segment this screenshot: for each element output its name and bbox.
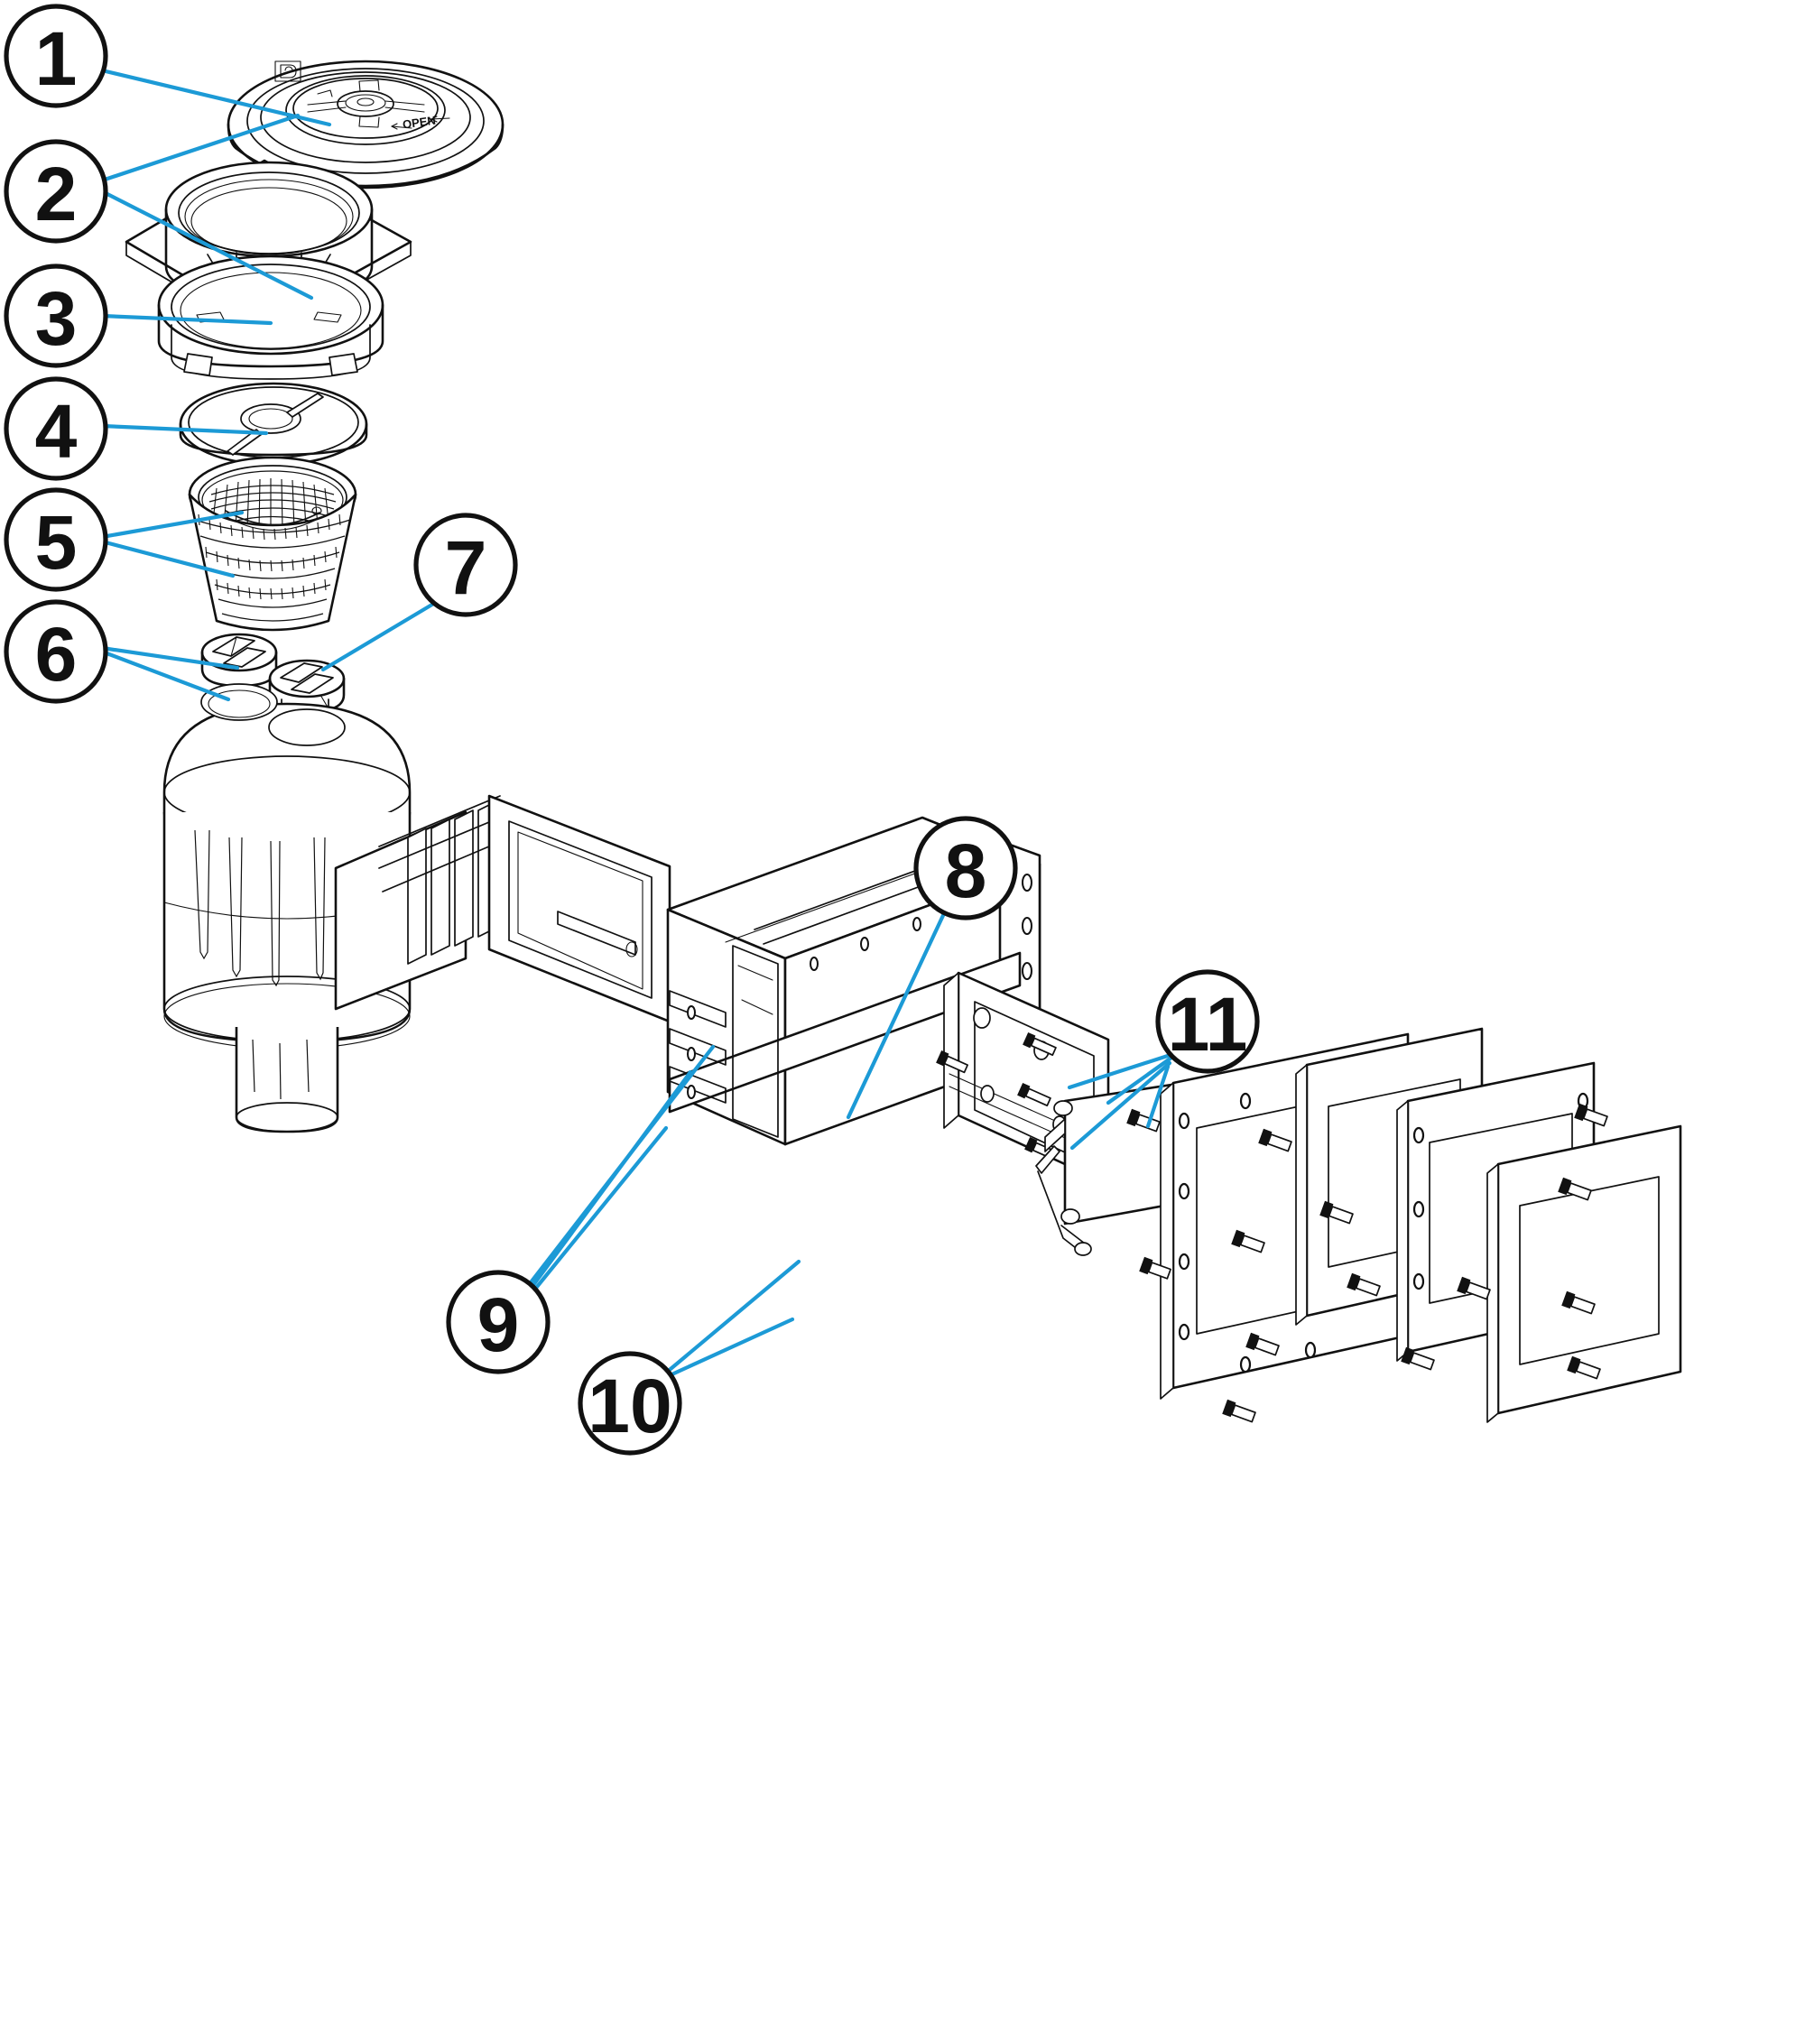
callout-1[interactable]: 1	[4, 4, 108, 108]
callout-circle-5	[4, 487, 108, 592]
callout-4[interactable]: 4	[4, 376, 108, 481]
callout-circle-4	[4, 376, 108, 481]
leader-line-8-1	[846, 907, 949, 1120]
lid-open-label: OPEN	[402, 114, 437, 132]
callout-bubbles: 1 2 3 4 5 6 7 8 9 10 11	[4, 4, 1260, 1456]
part-basket-retainer-disc	[179, 382, 368, 467]
leader-line-5-1	[99, 510, 245, 540]
leader-line-6-2	[99, 649, 231, 702]
callout-number-1: 1	[35, 16, 78, 101]
callout-2[interactable]: 2	[4, 139, 108, 244]
leader-line-2-2	[99, 189, 314, 301]
part-outer-cover-plate	[1486, 1124, 1682, 1423]
callout-3[interactable]: 3	[4, 264, 108, 368]
leader-line-6-1	[99, 645, 240, 671]
leader-line-10-1	[662, 1259, 801, 1376]
callout-circle-10	[578, 1351, 682, 1456]
callout-5[interactable]: 5	[4, 487, 108, 592]
callout-10[interactable]: 10	[578, 1351, 682, 1456]
callout-circle-1	[4, 4, 108, 108]
callout-8[interactable]: 8	[913, 816, 1018, 920]
leader-line-1-1	[99, 68, 332, 127]
callout-number-10: 10	[588, 1364, 671, 1448]
callout-number-6: 6	[35, 612, 78, 697]
leader-line-3-1	[99, 313, 273, 326]
callout-number-11: 11	[1168, 982, 1248, 1067]
callout-circle-11	[1155, 969, 1260, 1074]
leader-line-10-2	[665, 1317, 795, 1379]
callout-circle-8	[913, 816, 1018, 920]
callout-number-5: 5	[35, 500, 78, 585]
body-internal-ribs	[194, 829, 326, 987]
callout-9[interactable]: 9	[446, 1270, 551, 1374]
callout-circle-6	[4, 599, 108, 704]
callout-6[interactable]: 6	[4, 599, 108, 704]
duct-left-steps	[669, 990, 727, 1104]
part-threaded-extension-collar	[157, 254, 384, 380]
callout-number-3: 3	[35, 276, 78, 361]
faceplate-screw	[1139, 1256, 1171, 1280]
callout-circle-3	[4, 264, 108, 368]
manufacturer-logo-glyph	[274, 60, 301, 82]
leader-line-9-3	[530, 1125, 669, 1295]
leader-line-5-2	[99, 539, 236, 578]
callout-leader-lines	[99, 68, 1176, 1379]
part-skimmer-filter-basket	[188, 456, 357, 632]
leader-line-11-1	[1067, 1051, 1176, 1090]
callout-circle-2	[4, 139, 108, 244]
callout-number-9: 9	[477, 1282, 520, 1367]
callout-number-8: 8	[945, 828, 987, 913]
part-threaded-plug-left	[200, 633, 278, 688]
weir-hinge-screws	[936, 1031, 1057, 1160]
callout-circle-7	[413, 513, 518, 617]
leader-line-4-1	[99, 423, 269, 436]
callout-7[interactable]: 7	[413, 513, 518, 617]
callout-circle-9	[446, 1270, 551, 1374]
part-skimmer-body	[162, 683, 671, 1133]
callout-number-7: 7	[445, 525, 487, 610]
callout-11[interactable]: 11	[1155, 969, 1260, 1074]
leader-line-9-2	[528, 1069, 693, 1291]
part-skimmer-lid-cover: OPEN	[227, 60, 504, 202]
callout-number-4: 4	[35, 389, 78, 474]
leader-line-2-1	[99, 113, 301, 183]
leader-line-7-1	[320, 600, 438, 672]
leader-line-11-4	[1145, 1064, 1171, 1129]
assembly-screws	[1126, 1103, 1608, 1423]
leader-line-11-3	[1069, 1060, 1172, 1151]
leader-line-11-2	[1106, 1055, 1174, 1105]
callout-number-2: 2	[35, 152, 78, 236]
